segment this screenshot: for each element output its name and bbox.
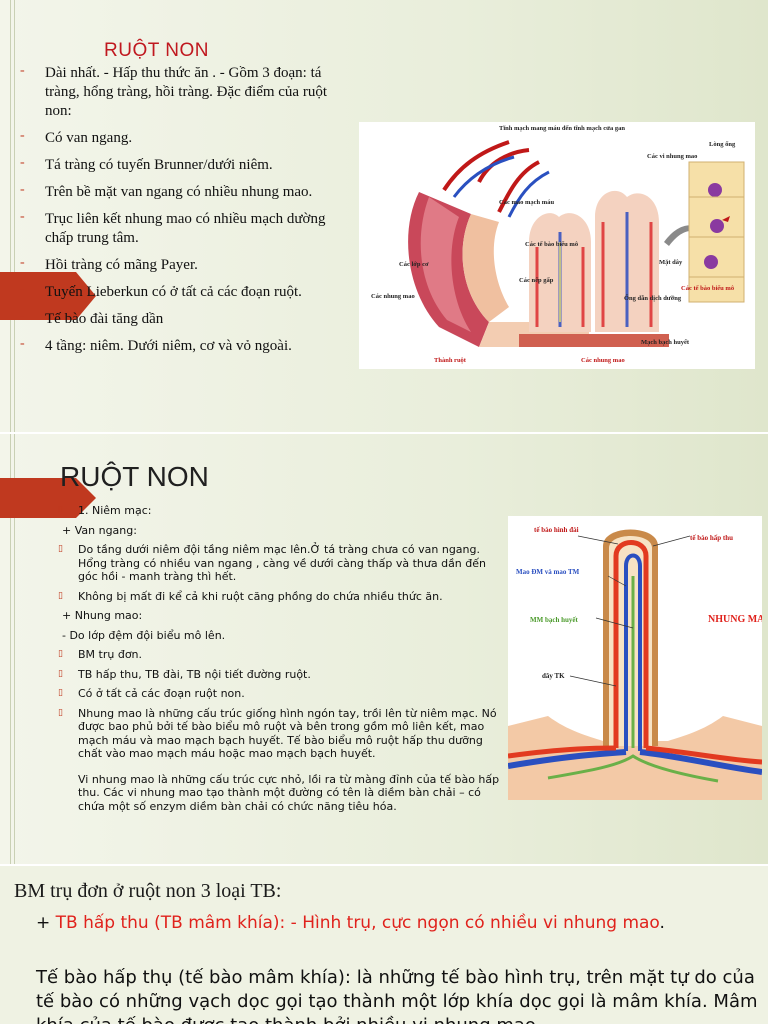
list-item: ▯1. Niêm mạc: <box>58 504 152 517</box>
figure-label: Mặt dây <box>659 259 683 266</box>
bullet-list: -Dài nhất. - Hấp thu thức ăn . - Gồm 3 đ… <box>20 63 354 364</box>
list-item: -4 tầng: niêm. Dưới niêm, cơ và vỏ ngoài… <box>20 336 292 354</box>
list-item: -Hồi tràng có mãng Payer. <box>20 255 198 273</box>
bullet-icon: - <box>20 336 25 351</box>
figure-label: Mạch bạch huyết <box>641 339 690 346</box>
bullet-icon: ▯ <box>58 707 63 718</box>
bullet-icon: - <box>20 155 25 170</box>
border-line <box>14 0 15 432</box>
bullet-icon: ▯ <box>58 688 63 698</box>
list-item: -Trục liên kết nhung mao có nhiều mạch d… <box>20 209 326 246</box>
figure-label: Các nhung mao <box>371 293 415 300</box>
list-item: ▯ Không bị mất đi kể cả khi ruột căng ph… <box>58 589 443 603</box>
slide-separator <box>0 864 768 866</box>
list-item: ▯BM trụ đơn. <box>58 648 143 661</box>
list-item: ▯ Có ở tất cả các đoạn ruột non. <box>58 687 245 700</box>
border-line <box>10 434 11 864</box>
border-line <box>14 434 15 864</box>
list-item: ▯Do tầng dưới niêm đội tầng niêm mạc lên… <box>58 543 486 583</box>
figure-label: Tĩnh mạch mang máu đến tĩnh mạch cửa gan <box>499 125 625 132</box>
figure-label: tế bào hấp thu <box>690 534 733 542</box>
list-item: -Tá tràng có tuyến Brunner/dưới niêm. <box>20 155 273 173</box>
red-arrow-shape <box>0 272 96 320</box>
figure-label: Các vi nhung mao <box>647 153 697 160</box>
bullet-icon: - <box>20 309 25 324</box>
villus-diagram: tế bào hình đài tế bào hấp thu Mao ĐM và… <box>508 516 762 800</box>
slide-title: RUỘT NON <box>104 40 209 61</box>
figure-label: Các nếp gấp <box>519 277 554 284</box>
bullet-icon: ▯ <box>58 649 63 659</box>
figure-label: Lòng ống <box>709 141 736 148</box>
bullet-icon: - <box>20 63 25 78</box>
bullet-icon: ▯ <box>58 505 63 515</box>
list-item: ▯TB hấp thu, TB đài, TB nội tiết đường r… <box>58 667 311 681</box>
list-item: - Do lớp đệm đội biểu mô lên. <box>62 628 226 642</box>
list-item: ▯Nhung mao là những cấu trúc giống hình … <box>58 706 497 761</box>
figure-label: Các tế bào biểu mô <box>681 285 734 292</box>
list-item: -Dài nhất. - Hấp thu thức ăn . - Gồm 3 đ… <box>20 63 327 119</box>
list-item: -Trên bề mặt van ngang có nhiều nhung ma… <box>20 182 313 200</box>
bullet-icon: ▯ <box>58 590 63 601</box>
list-item: -Tuyến Lieberkun có ở tất cả các đoạn ru… <box>20 282 302 300</box>
bullet-icon: ▯ <box>58 668 63 679</box>
bullet-icon: - <box>20 255 25 270</box>
list-item: -Có van ngang. <box>20 128 133 146</box>
slide-1: RUỘT NON -Dài nhất. - Hấp thu thức ăn . … <box>0 0 768 432</box>
figure-label: MM bạch huyết <box>530 616 579 624</box>
slide-2: RUỘT NON ▯1. Niêm mạc: + Van ngang: ▯Do … <box>0 434 768 864</box>
bullet-icon: - <box>20 282 25 297</box>
bullet-icon: ▯ <box>58 544 63 554</box>
body-paragraph: Tế bào hấp thụ (tế bào mâm khía): là nhữ… <box>36 967 758 1024</box>
figure-label: Các mao mạch máu <box>499 199 554 206</box>
list-item: - Tế bào đài tăng dần <box>20 309 164 327</box>
border-line <box>10 0 11 432</box>
slide-title: RUỘT NON <box>60 461 209 492</box>
figure-label: Thành ruột <box>434 357 467 364</box>
highlight-paragraph: + TB hấp thu (TB mâm khía): - Hình trụ, … <box>36 913 665 933</box>
figure-label: Mao ĐM và mao TM <box>516 568 580 576</box>
slide-title: BM trụ đơn ở ruột non 3 loại TB: <box>14 880 282 902</box>
figure-label: dây TK <box>542 672 565 680</box>
intestine-wall-diagram: Tĩnh mạch mang máu đến tĩnh mạch cửa gan… <box>359 122 755 369</box>
red-arrow-shape <box>0 478 96 518</box>
figure-label: tế bào hình đài <box>534 526 579 534</box>
figure-label: Các lớp cơ <box>399 261 429 268</box>
figure-label: Các nhung mao <box>581 357 625 364</box>
bullet-icon: - <box>20 182 25 197</box>
figure-label: Các tế bào biểu mô <box>525 241 578 248</box>
list-item: Vi nhung mao là những cấu trúc cực nhỏ, … <box>78 772 500 813</box>
figure-label: Ống dẫn dịch dưỡng <box>624 294 682 302</box>
slide-separator <box>0 432 768 434</box>
bullet-icon: - <box>20 209 25 224</box>
bullet-icon: - <box>20 128 25 143</box>
slide-3: BM trụ đơn ở ruột non 3 loại TB: + TB hấ… <box>0 866 768 1024</box>
list-item: + Van ngang: <box>62 523 137 537</box>
slide-body: ▯1. Niêm mạc: + Van ngang: ▯Do tầng dưới… <box>58 504 506 819</box>
list-item: + Nhung mao: <box>62 609 143 622</box>
figure-label: NHUNG MAO <box>708 614 762 625</box>
